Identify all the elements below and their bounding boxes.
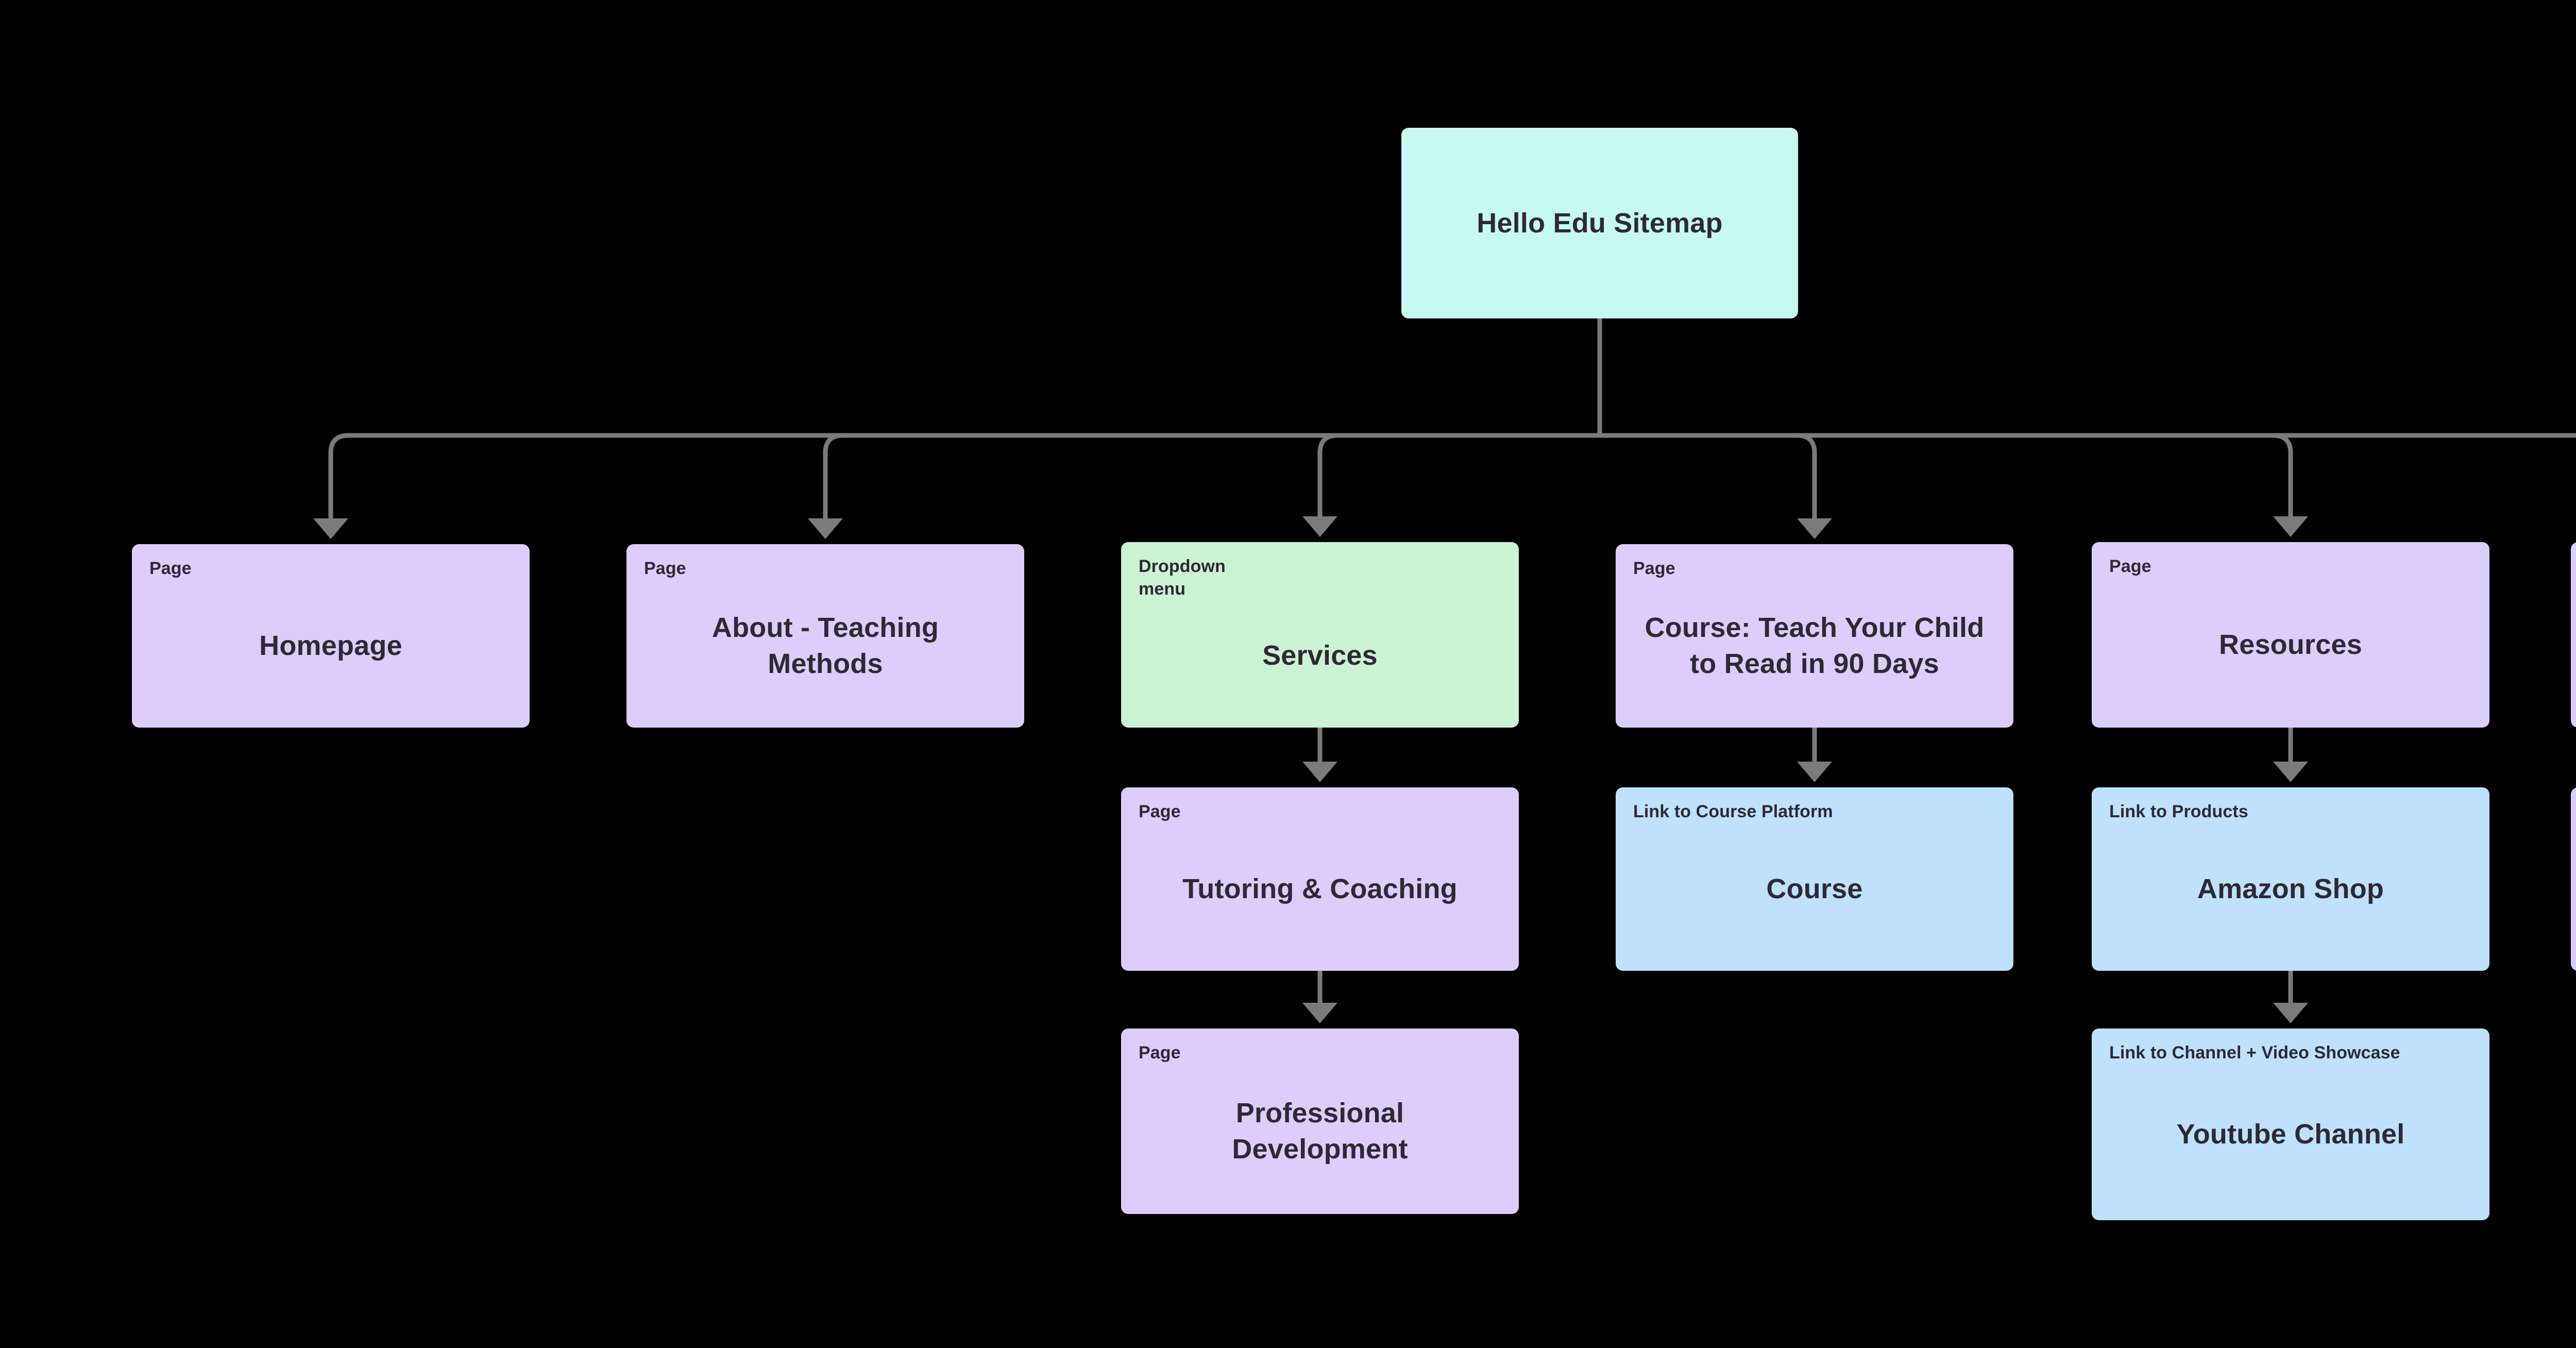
- node-kicker: Page: [1139, 1043, 1181, 1063]
- node-kicker: Link to Products: [2109, 802, 2248, 821]
- sitemap-node-root[interactable]: Hello Edu Sitemap: [1401, 128, 1798, 318]
- node-kicker: Page: [1139, 802, 1181, 821]
- arrowhead-course-page: [1797, 518, 1832, 539]
- edge-root-to-contact: [1597, 433, 2576, 438]
- arrowhead-resources: [2273, 516, 2308, 537]
- node-title: Services: [1262, 640, 1378, 671]
- arrowhead-course-link: [1797, 762, 1832, 782]
- node-title: About - Teaching Methods: [711, 612, 939, 679]
- edge-root-to-blog: [1597, 433, 2576, 438]
- node-kicker: Page: [644, 559, 686, 578]
- edge-root-to-course-page: [1597, 433, 1817, 521]
- edge-root-to-homepage: [328, 433, 1602, 521]
- node-title: Youtube Channel: [2176, 1118, 2405, 1150]
- node-title: Professional Development: [1232, 1097, 1408, 1165]
- arrowhead-tutoring: [1302, 762, 1337, 782]
- node-title: Homepage: [259, 630, 402, 661]
- node-title: Resources: [2219, 629, 2362, 660]
- arrowhead-about: [808, 518, 843, 539]
- edge-root-to-services: [1317, 433, 1602, 519]
- arrowhead-youtube: [2273, 1003, 2308, 1023]
- arrowhead-homepage: [313, 518, 348, 539]
- edge-root-to-resources: [1597, 433, 2293, 519]
- node-title: Course: [1766, 873, 1863, 904]
- sitemap-node-blog[interactable]: PageBlog: [2571, 542, 2576, 728]
- node-title: Hello Edu Sitemap: [1477, 207, 1723, 239]
- node-kicker: Page: [149, 559, 192, 578]
- node-title: Course: Teach Your Child to Read in 90 D…: [1645, 612, 1985, 679]
- node-kicker: Page: [2109, 557, 2151, 576]
- node-kicker: Link to Course Platform: [1633, 802, 1833, 821]
- arrowhead-services: [1302, 516, 1337, 537]
- node-kicker: Link to Channel + Video Showcase: [2109, 1043, 2400, 1063]
- edge-root-to-about: [823, 433, 1602, 521]
- node-kicker: Page: [1633, 559, 1675, 578]
- node-kicker: Dropdown menu: [1139, 557, 1226, 599]
- arrowhead-amazon: [2273, 762, 2308, 782]
- node-title: Tutoring & Coaching: [1182, 873, 1458, 904]
- arrowhead-profdev: [1302, 1003, 1337, 1023]
- sitemap-node-blogpage[interactable]: PageBlog page: [2571, 787, 2576, 971]
- node-title: Amazon Shop: [2197, 873, 2384, 904]
